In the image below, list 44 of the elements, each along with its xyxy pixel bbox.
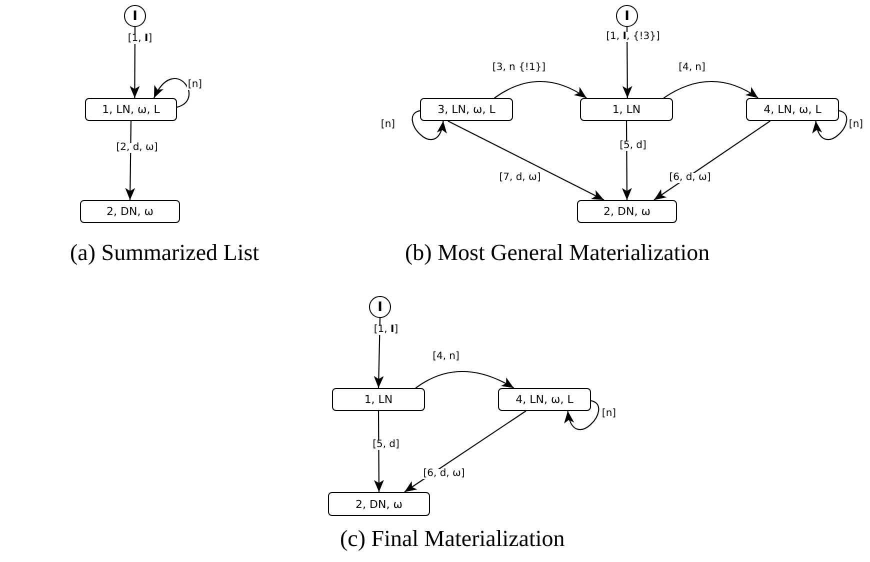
state-box: 1, LN [580,98,673,121]
arrow [404,410,526,492]
subfigure-caption: (a) Summarized List [70,241,260,264]
arrow [565,400,600,430]
arrow [622,27,632,98]
arrow [125,121,136,200]
state-box: 2, DN, ω [80,200,180,223]
state-box: 2, DN, ω [328,492,430,516]
arrow [374,411,384,492]
arrow [813,110,848,140]
arrow [154,78,190,108]
edge-label: [n] [848,120,864,130]
edge-label: [n] [186,80,204,90]
state-box: 4, LN, ω, L [498,388,591,411]
arrow [494,80,587,98]
edge-label: [6, d, ω] [668,173,712,183]
arrow [654,120,770,200]
arrow [622,121,632,200]
edge-label: [4, n] [678,63,706,73]
subfigure-caption: (b) Most General Materialization [405,241,710,264]
edge-label: [n] [380,120,396,130]
edge-label: [7, d, ω] [498,173,542,183]
arrow [130,27,140,98]
edge-label: [6, d, ω] [422,469,466,479]
edge-label: [5, d] [372,440,400,450]
arrow [663,80,758,98]
arrow [448,120,604,200]
edge-label: [1, I] [126,34,154,44]
edge-label: [2, d, ω] [115,143,159,153]
arrow [374,318,384,388]
state-box: 2, DN, ω [577,200,677,223]
arrow [412,110,446,140]
edge-label: [3, n {!1}] [491,63,547,73]
state-box: 1, LN, ω, L [85,98,177,121]
edge-label: [4, n] [432,352,460,362]
state-box: 3, LN, ω, L [420,98,513,121]
edge-label: [n] [600,409,618,419]
edge-label: [5, d] [618,141,648,151]
subfigure-caption: (c) Final Materialization [340,527,565,550]
edge-label: [1, I] [372,325,400,335]
state-box: 4, LN, ω, L [746,98,839,121]
arrow [415,370,514,388]
state-box: 1, LN [332,388,425,411]
edge-label: [1, I, {!3}] [605,32,661,42]
